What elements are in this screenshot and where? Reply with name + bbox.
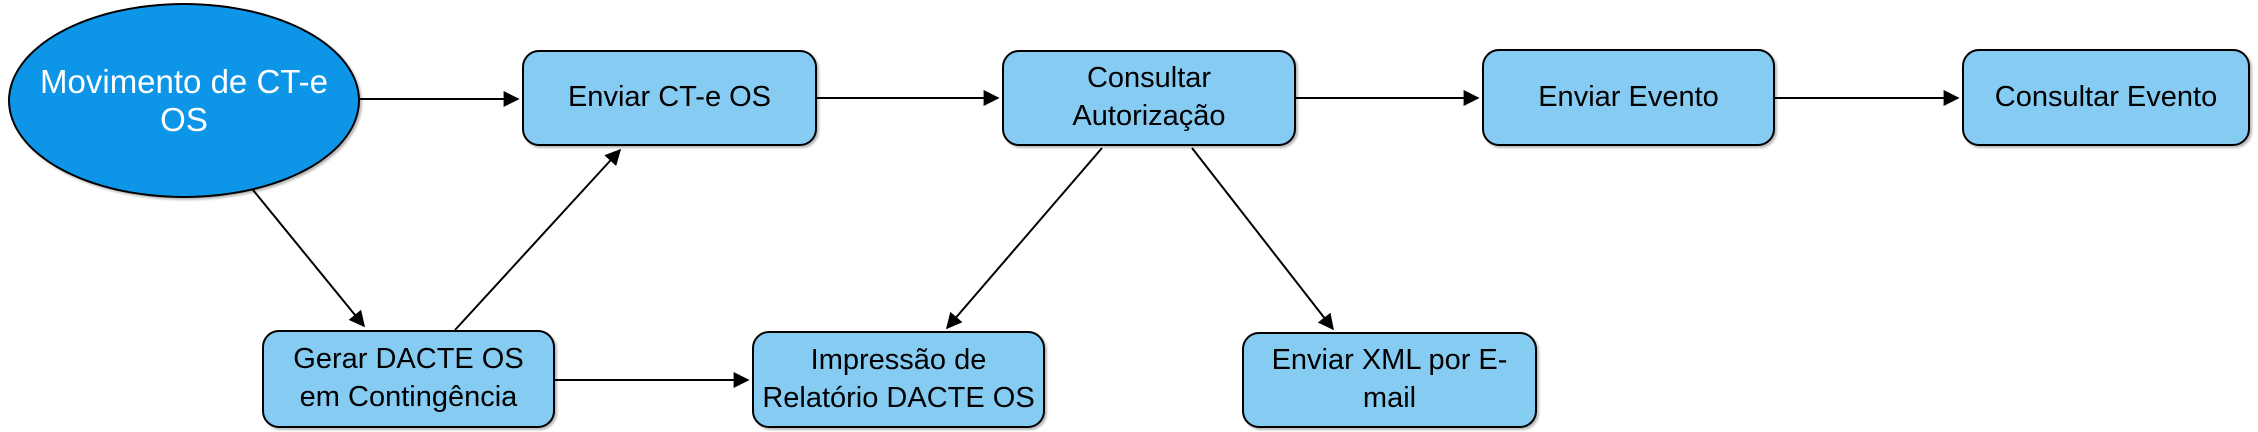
node-consultar-autorizacao-label: Consultar Autorização: [1072, 62, 1226, 132]
node-impressao-de-relatorio-dacte-os[interactable]: Impressão de Relatório DACTE OS: [752, 331, 1045, 428]
node-impressao-label: Impressão de Relatório DACTE OS: [762, 343, 1035, 414]
edge-consultar-aut-to-enviar-xml: [1191, 147, 1334, 331]
node-enviar-xml-label: Enviar XML por E-mail: [1271, 344, 1508, 414]
node-consultar-evento[interactable]: Consultar Evento: [1962, 49, 2250, 146]
node-enviar-evento-label: Enviar Evento: [1538, 80, 1719, 113]
node-consultar-evento-label: Consultar Evento: [1994, 80, 2218, 113]
edge-gerar-dacte-to-enviar-cte: [454, 148, 622, 331]
node-enviar-evento[interactable]: Enviar Evento: [1482, 49, 1775, 146]
node-consultar-autorizacao[interactable]: Consultar Autorização: [1002, 50, 1296, 146]
edge-consultar-aut-to-impressao: [945, 147, 1103, 330]
node-enviar-cte-os[interactable]: Enviar CT-e OS: [522, 50, 817, 146]
node-enviar-xml-por-email[interactable]: Enviar XML por E-mail: [1242, 332, 1537, 428]
node-gerar-dacte-os-em-contingencia[interactable]: Gerar DACTE OS em Contingência: [262, 330, 555, 428]
node-enviar-cte-os-label: Enviar CT-e OS: [567, 81, 772, 114]
edge-movimento-to-gerar-dacte: [252, 189, 366, 328]
node-movimento-de-cte-os[interactable]: Movimento de CT-e OS: [8, 3, 360, 198]
node-gerar-dacte-label: Gerar DACTE OS em Contingência: [293, 343, 524, 413]
node-movimento-label: Movimento de CT-e OS: [40, 62, 328, 138]
